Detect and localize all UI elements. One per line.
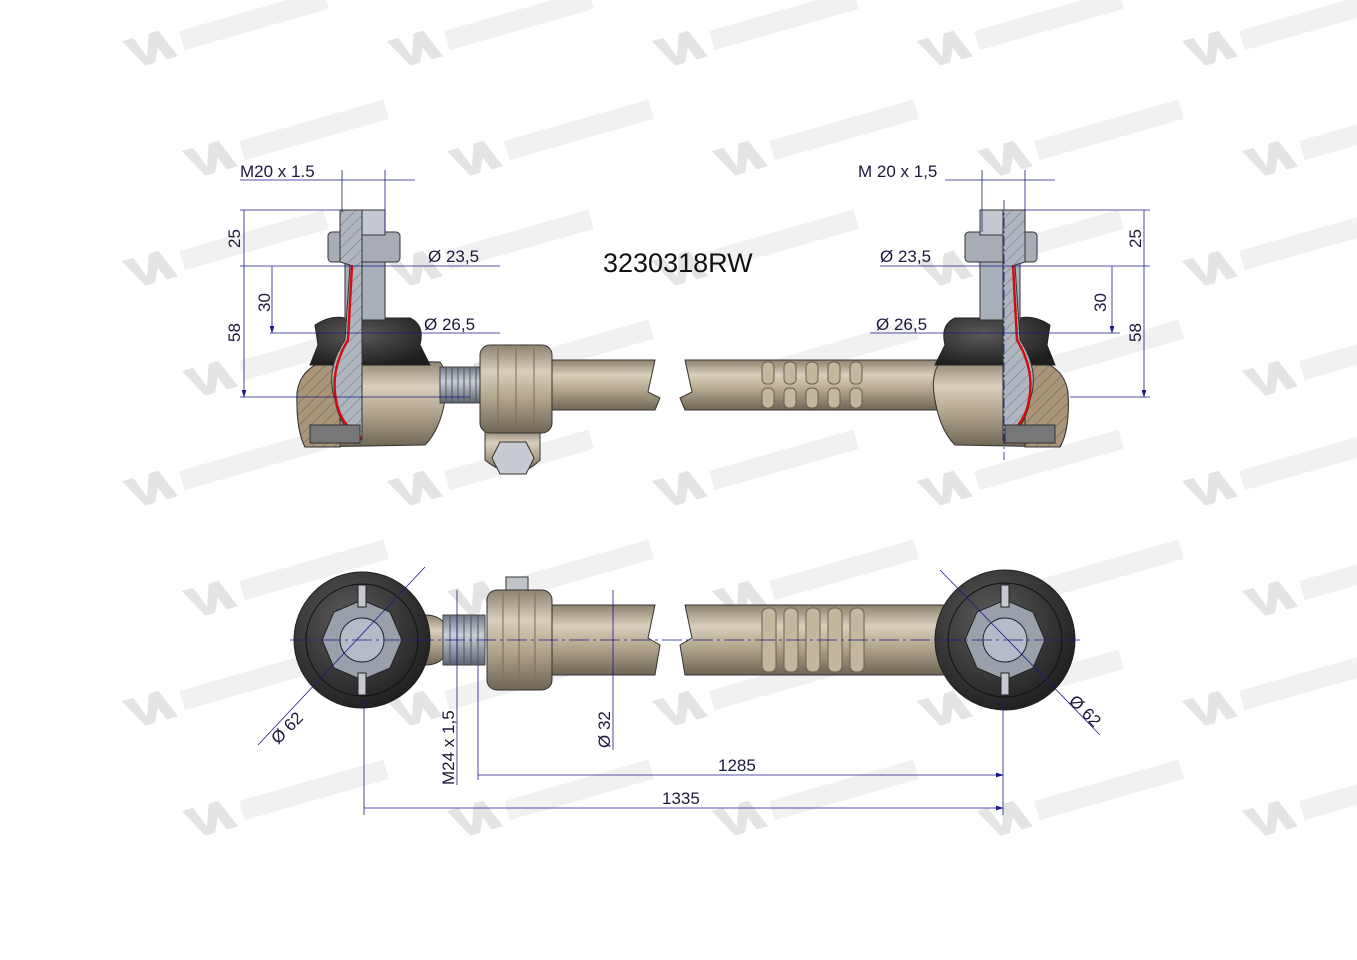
right-height-total: 58 — [1126, 323, 1145, 342]
bottom-clamp-sleeve — [486, 576, 553, 691]
dimension-lines-bottom — [257, 566, 1101, 815]
left-height-total: 58 — [225, 323, 244, 342]
dimension-lines-top — [240, 170, 1150, 460]
inner-length: 1285 — [718, 756, 756, 775]
right-thread-label: M 20 x 1,5 — [858, 162, 937, 181]
tube-left-segment — [551, 359, 661, 411]
part-number: 3230318RW — [603, 248, 753, 278]
grip-knurl — [761, 361, 863, 409]
right-pin-diameter: Ø 23,5 — [880, 247, 931, 266]
tube-diameter: Ø 32 — [595, 711, 614, 748]
left-ball-joint — [296, 209, 448, 448]
left-height-top: 25 — [225, 229, 244, 248]
bottom-thread-label: M24 x 1,5 — [439, 710, 458, 785]
right-height-top: 25 — [1126, 229, 1145, 248]
total-length: 1335 — [662, 789, 700, 808]
right-height-mid: 30 — [1091, 293, 1110, 312]
left-thread-label: M20 x 1.5 — [240, 162, 315, 181]
right-ball-joint — [932, 209, 1069, 448]
left-cone-diameter: Ø 26,5 — [424, 315, 475, 334]
right-cone-diameter: Ø 26,5 — [876, 315, 927, 334]
left-height-mid: 30 — [255, 293, 274, 312]
left-eye-diameter: Ø 62 — [267, 708, 306, 747]
clamp-sleeve — [479, 344, 553, 475]
left-pin-diameter: Ø 23,5 — [428, 247, 479, 266]
right-eye-diameter: Ø 62 — [1065, 691, 1104, 730]
top-view: M20 x 1.5 25 30 58 Ø 23,5 Ø 26,5 M 20 x … — [225, 162, 1150, 475]
bottom-view: Ø 62 Ø 62 M24 x 1,5 Ø 32 1285 1335 — [257, 566, 1105, 815]
